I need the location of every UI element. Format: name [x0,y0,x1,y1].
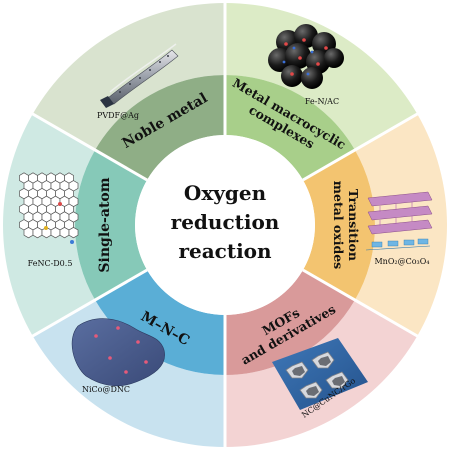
lattice-hexagon [59,226,70,239]
inner-sector-mof [225,270,355,375]
inner-sector-macro [225,75,355,180]
center-line-3: reaction [178,239,272,263]
sample-label-single: FeNC-D0.5 [28,259,73,268]
nanotube-illustration [100,43,179,108]
ring-label-tmo-line-2: metal oxides [331,181,346,269]
mof-sheet-illustration [272,338,368,410]
layered-oxide-illustration [365,191,433,251]
center-line-1: Oxygen [184,181,267,205]
nanoparticle-cluster-illustration [268,24,344,89]
center-disc [135,135,315,315]
sample-label-tmo: MnO₂@Co₃O₄ [374,257,429,266]
lattice-hexagon [23,226,34,239]
inner-ring [75,75,375,375]
lattice-atom [58,202,62,206]
inner-sector-single [75,150,148,300]
sector-divider [30,111,148,182]
inner-sector-noble [95,75,225,180]
outer-sector-noble [32,3,226,150]
sector-divider [302,268,420,339]
sector-divider [302,111,420,182]
lattice-atom [70,240,74,244]
sample-label-mnc: NiCo@DNC [82,385,130,394]
lattice-hexagon [32,226,43,239]
sample-label-macro: Fe-N/AC [305,97,339,106]
sector-dividers [30,1,420,449]
sample-label-noble: PVDF@Ag [97,111,139,120]
inner-sector-tmo [302,150,375,300]
nanosheet-illustration [71,318,165,387]
graphene-lattice-illustration [19,172,79,244]
lattice-atom [44,226,48,230]
inner-sector-mnc [95,270,225,375]
ring-label-single-line-1: Single-atom [97,177,113,272]
lattice-hexagon [50,226,61,239]
lattice-hexagon [68,226,79,239]
center-line-2: reduction [171,210,280,234]
ring-label-tmo-line-1: Transition [346,189,361,261]
sector-divider [30,268,148,339]
